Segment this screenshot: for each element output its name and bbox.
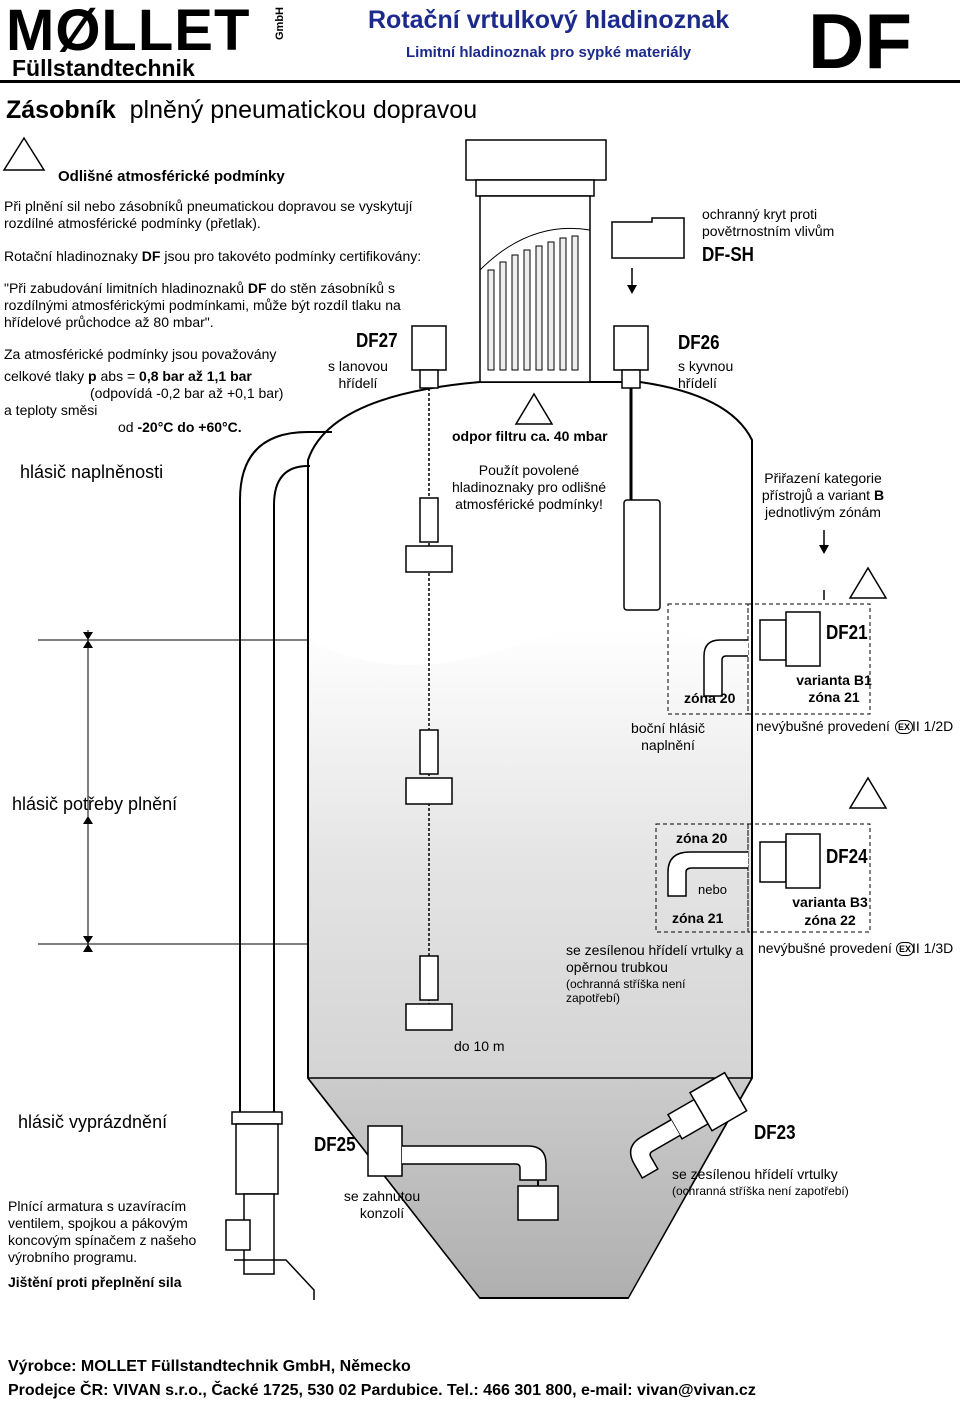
label-filling-fitting: Plnící armatura s uzavíracím ventilem, s… bbox=[8, 1198, 197, 1265]
label-bent-console: se zahnutou konzolí bbox=[343, 1188, 421, 1221]
label-use-approved: Použít povolené hladinoznaky pro odlišné… bbox=[451, 462, 607, 512]
label-up-to: do 10 m bbox=[454, 1038, 505, 1054]
label-zone22: zóna 22 bbox=[804, 912, 856, 928]
label-empty-sensor: hlásič vyprázdnění bbox=[18, 1112, 168, 1132]
section-title: Zásobník plněný pneumatickou dopravou bbox=[6, 96, 478, 124]
df23-probe bbox=[629, 1071, 748, 1180]
label-zone21-b: zóna 21 bbox=[672, 910, 724, 926]
header-divider bbox=[0, 80, 960, 83]
label-demand-sensor: hlásič potřeby plnění bbox=[12, 794, 178, 814]
label-full-sensor: hlásič naplněnosti bbox=[20, 462, 164, 482]
model-dfsh: DF-SH bbox=[702, 244, 754, 266]
document-title: Rotační vrtulkový hladinoznak bbox=[368, 6, 730, 34]
footer-manufacturer: Výrobce: MOLLET Füllstandtechnik GmbH, N… bbox=[8, 1358, 411, 1375]
label-swing-shaft: s kyvnou hřídelí bbox=[678, 358, 734, 391]
label-reinforced-support: se zesílenou hřídelí vrtulky a opěrnou t… bbox=[566, 942, 744, 975]
label-zone20-a: zóna 20 bbox=[684, 690, 736, 706]
ex-badge-2: EX bbox=[896, 942, 915, 956]
model-df23: DF23 bbox=[754, 1122, 796, 1144]
ex-mark-filter bbox=[514, 392, 554, 425]
model-df24: DF24 bbox=[826, 846, 868, 868]
df26-probe bbox=[613, 325, 661, 611]
document-subtitle: Limitní hladinoznak pro sypké materiály bbox=[406, 44, 692, 61]
weather-cover bbox=[611, 217, 685, 259]
label-reinforced: se zesílenou hřídelí vrtulky bbox=[672, 1166, 838, 1182]
label-category-1: II 1/2D bbox=[912, 718, 954, 734]
label-category-2: II 1/3D bbox=[912, 940, 954, 956]
label-variant-b3: varianta B3 bbox=[792, 894, 868, 910]
label-non-explosive-1: nevýbušné provedení bbox=[756, 718, 890, 734]
label-overfill-protection: Jištění proti přeplnění sila bbox=[8, 1274, 182, 1290]
zone-box-df24 bbox=[655, 823, 749, 933]
ex-badge-1: EX bbox=[895, 720, 914, 734]
ex-heading: Odlišné atmosférické podmínky bbox=[58, 168, 285, 185]
label-zone21-a: zóna 21 bbox=[808, 689, 860, 705]
pressure-equiv: (odpovídá -0,2 bar až +0,1 bar) bbox=[90, 385, 284, 401]
model-df26: DF26 bbox=[678, 332, 720, 354]
label-rope-shaft: s lanovou hřídelí bbox=[328, 358, 388, 391]
df27-probe bbox=[405, 325, 453, 1031]
fill-pipe bbox=[239, 431, 332, 1115]
label-or: nebo bbox=[698, 882, 727, 897]
product-code: DF bbox=[808, 0, 912, 85]
label-zone20-b: zóna 20 bbox=[676, 830, 728, 846]
df25-probe bbox=[367, 1125, 559, 1221]
model-df25: DF25 bbox=[314, 1134, 356, 1156]
footer-distributor: Prodejce ČR: VIVAN s.r.o., Čacké 1725, 5… bbox=[8, 1382, 756, 1399]
label-filter-resistance: odpor filtru ca. 40 mbar bbox=[452, 428, 608, 444]
label-cover-not-needed-2: (ochranná stříška není zapotřebí) bbox=[672, 1184, 849, 1198]
para-filling: Při plnění sil nebo zásobníků pneumatick… bbox=[4, 198, 413, 231]
label-side-sensor: boční hlásič naplnění bbox=[631, 720, 705, 753]
label-cover-not-needed-1: (ochranná stříška není zapotřebí) bbox=[566, 977, 686, 1005]
temp-range: od -20°C do +60°C. bbox=[118, 419, 242, 435]
label-weather-cover: ochranný kryt proti povětrnostním vlivům bbox=[702, 206, 835, 239]
ex-mark-zone bbox=[848, 566, 888, 809]
label-non-explosive-2: nevýbušné provedení bbox=[758, 940, 892, 956]
cond-intro: Za atmosférické podmínky jsou považovány bbox=[4, 346, 277, 362]
ex-mark-top bbox=[2, 136, 46, 171]
para-certified: Rotační hladinoznaky DF jsou pro takovét… bbox=[4, 248, 422, 264]
pressure-range: celkové tlaky p abs = 0,8 bar až 1,1 bar bbox=[4, 368, 252, 384]
model-df21: DF21 bbox=[826, 622, 868, 644]
para-quote: "Při zabudování limitních hladinoznaků D… bbox=[4, 280, 401, 330]
label-variant-b1: varianta B1 bbox=[796, 672, 872, 688]
label-assignment: Přiřazení kategorie přístrojů a variant … bbox=[761, 470, 885, 520]
logo-subtitle: Füllstandtechnik bbox=[12, 55, 195, 81]
logo-wordmark: MØLLET bbox=[6, 0, 251, 63]
temp-intro: a teploty směsi bbox=[4, 402, 98, 418]
model-df27: DF27 bbox=[356, 330, 398, 352]
filter-cap bbox=[465, 139, 607, 181]
